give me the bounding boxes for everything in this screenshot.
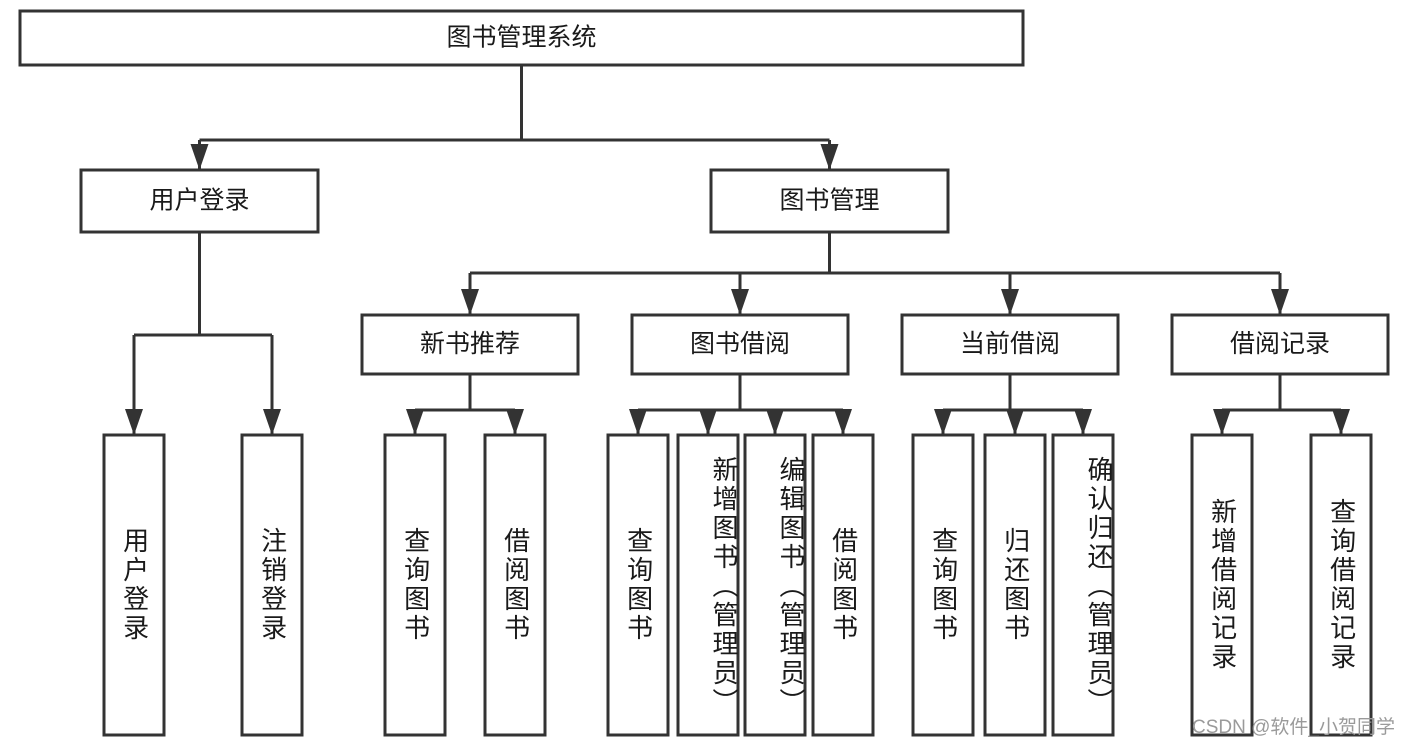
- connector-layer: [125, 65, 1350, 435]
- node-box-current-borrow[interactable]: [900, 313, 1120, 376]
- arrow-head: [190, 144, 209, 170]
- arrow-head: [699, 409, 717, 435]
- node-label-root: 图书管理系统: [446, 24, 596, 52]
- node-label-new-book-rec: 新书推荐: [420, 330, 520, 358]
- arrow-head: [629, 409, 647, 435]
- node-label-book-manage: 图书管理: [779, 187, 879, 215]
- node-box-leaf-user-login[interactable]: [102, 433, 166, 737]
- node-label-user-login: 用户登录: [149, 187, 249, 215]
- node-box-leaf-return-book[interactable]: [983, 433, 1047, 737]
- node-box-leaf-query-record[interactable]: [1309, 433, 1373, 737]
- node-box-leaf-borrow-book-b[interactable]: [811, 433, 875, 737]
- arrow-head: [1006, 409, 1024, 435]
- arrow-head: [506, 409, 524, 435]
- arrow-head: [1074, 409, 1092, 435]
- arrow-head: [820, 144, 839, 170]
- node-box-book-borrow[interactable]: [630, 313, 850, 376]
- arrow-head: [461, 289, 479, 315]
- node-box-leaf-confirm-return[interactable]: [1051, 433, 1115, 737]
- arrow-head: [766, 409, 784, 435]
- node-label-borrow-record: 借阅记录: [1230, 330, 1330, 358]
- csdn-watermark: CSDN @软件_小贺同学: [1192, 717, 1395, 738]
- node-box-leaf-query-book-b[interactable]: [606, 433, 670, 737]
- node-box-leaf-borrow-book-rec[interactable]: [483, 433, 547, 737]
- arrow-head: [125, 409, 143, 435]
- node-box-borrow-record[interactable]: [1170, 313, 1390, 376]
- arrow-head: [1213, 409, 1231, 435]
- node-box-root[interactable]: [18, 9, 1025, 67]
- arrow-head: [1271, 289, 1289, 315]
- node-box-book-manage[interactable]: [709, 168, 950, 234]
- arrow-head: [1001, 289, 1019, 315]
- node-label-current-borrow: 当前借阅: [960, 330, 1060, 358]
- arrow-head: [731, 289, 749, 315]
- node-box-leaf-add-record[interactable]: [1190, 433, 1254, 737]
- node-box-user-login[interactable]: [79, 168, 320, 234]
- arrow-head: [406, 409, 424, 435]
- arrow-head: [263, 409, 281, 435]
- arrow-head: [834, 409, 852, 435]
- node-box-new-book-rec[interactable]: [360, 313, 580, 376]
- node-label-book-borrow: 图书借阅: [690, 330, 790, 358]
- arrow-head: [1332, 409, 1350, 435]
- node-box-layer: [18, 9, 1390, 737]
- node-box-leaf-query-book-rec[interactable]: [383, 433, 447, 737]
- arrow-head: [934, 409, 952, 435]
- node-box-leaf-logout[interactable]: [240, 433, 304, 737]
- node-box-leaf-query-book-c[interactable]: [911, 433, 975, 737]
- node-box-leaf-edit-book[interactable]: [743, 433, 807, 737]
- node-box-leaf-add-book[interactable]: [676, 433, 740, 737]
